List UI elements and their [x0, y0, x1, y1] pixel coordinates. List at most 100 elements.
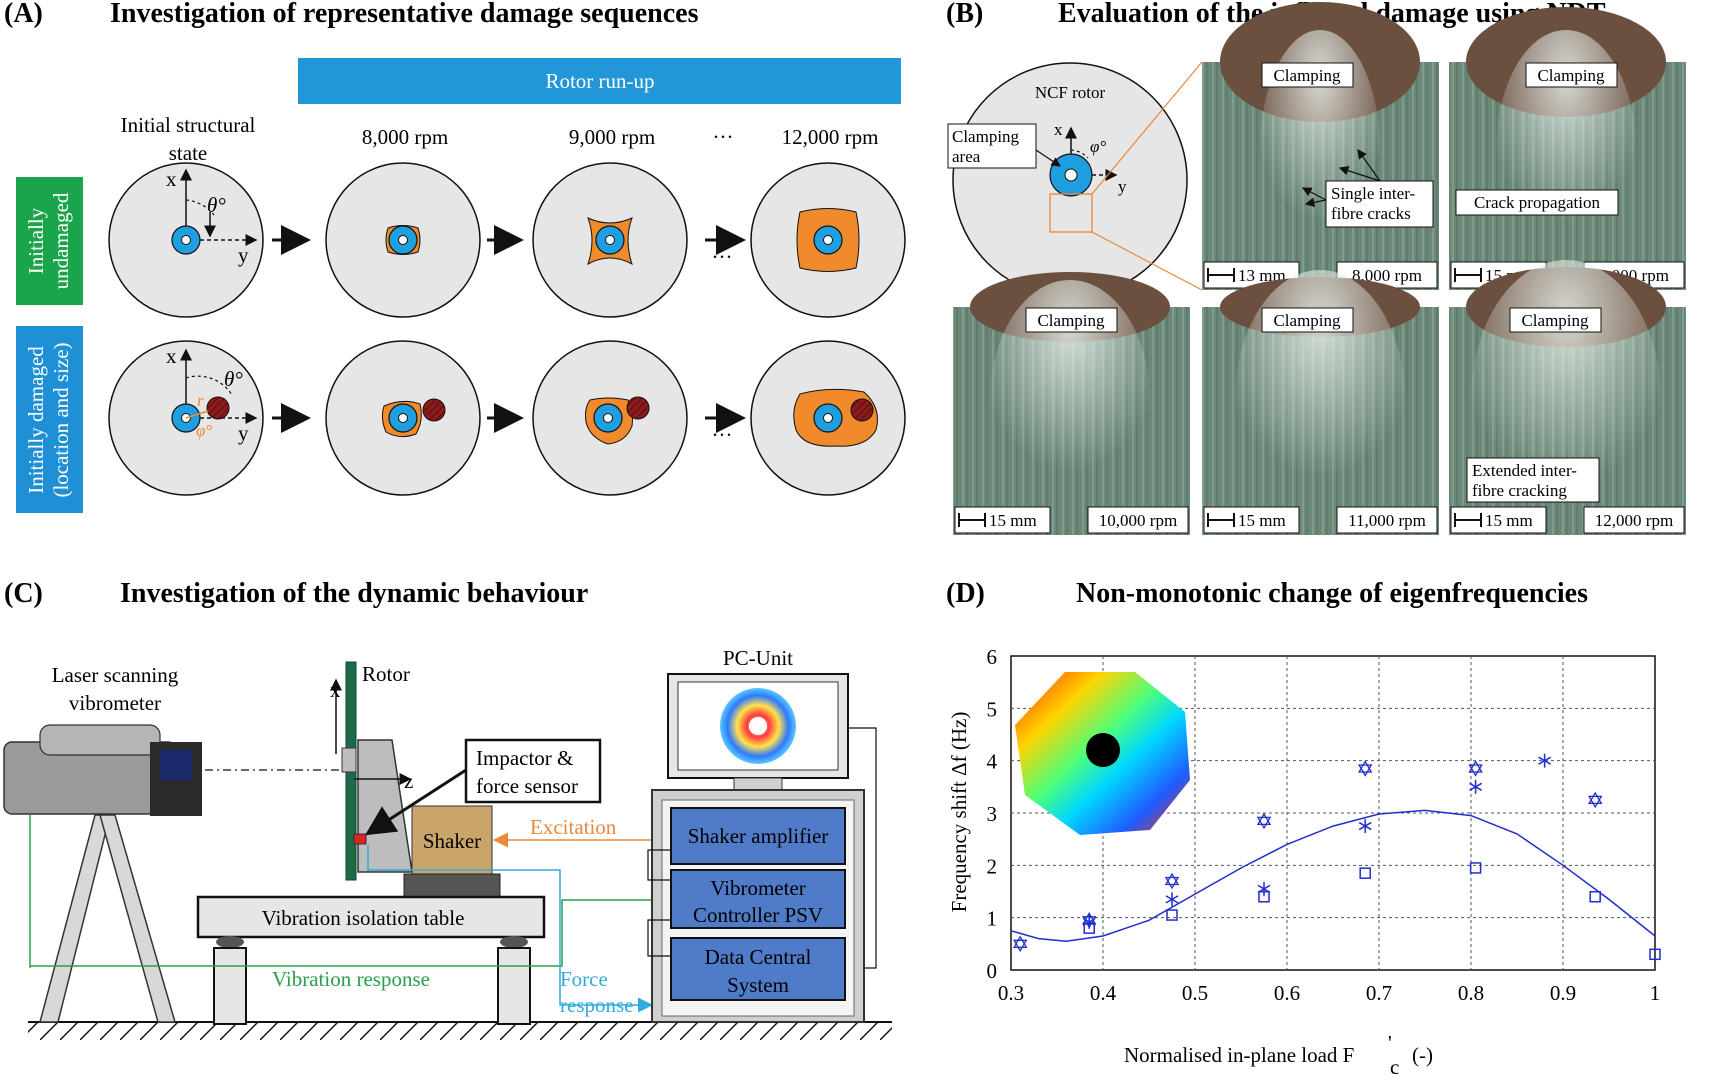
extended-cracking-label-2: fibre cracking — [1472, 481, 1567, 500]
clamping-label-2: Clamping — [1537, 66, 1605, 85]
scale-label-5: 15 mm — [1485, 511, 1533, 530]
ndt-photo-10000: Clamping 15 mm 10,000 rpm — [953, 272, 1190, 535]
disk-row2-8000 — [325, 340, 481, 496]
impactor-label-1: Impactor & — [476, 746, 573, 770]
svg-text:Normalised in-plane load F: Normalised in-plane load F — [1124, 1043, 1354, 1067]
scale-label-1: 13 mm — [1238, 266, 1286, 285]
data-central-label-2: System — [727, 973, 789, 997]
speed-photo-5: 12,000 rpm — [1595, 511, 1673, 530]
x-tick-label: 0.5 — [1182, 981, 1208, 1005]
rotor-label: Rotor — [362, 662, 410, 686]
panel-c: (C) Investigation of the dynamic behavio… — [3, 578, 892, 1040]
speed-label-1: 8,000 rpm — [362, 125, 448, 149]
signal-lines: Excitation Vibration response Force resp… — [30, 815, 669, 1017]
shaker-amplifier-label: Shaker amplifier — [688, 824, 829, 848]
rotor-phi: φ° — [1090, 137, 1106, 156]
rotor-axis-y: y — [1118, 177, 1127, 196]
shaker: Shaker — [403, 805, 501, 901]
panel-c-title: Investigation of the dynamic behaviour — [120, 578, 588, 609]
data-central-box — [670, 937, 846, 1001]
row-undamaged-label-1: Initially — [24, 207, 48, 274]
initial-state-label-2: state — [169, 141, 207, 165]
clamping-area-label-2: area — [952, 147, 981, 166]
disk-row2-initial: x y θ° r φ° — [108, 340, 264, 496]
asterisk-marker — [1538, 753, 1552, 768]
clamping-area-box — [947, 123, 1037, 169]
panel-d: (D) Non-monotonic change of eigenfrequen… — [946, 578, 1661, 1079]
panel-b: (B) Evaluation of the inflicted damage u… — [946, 0, 1686, 540]
disk-row2-9000 — [532, 340, 688, 496]
fit-curve — [1010, 809, 1656, 942]
shaker-label: Shaker — [423, 829, 481, 853]
clamping-label-3: Clamping — [1037, 311, 1105, 330]
crack-propagation-label: Crack propagation — [1474, 193, 1601, 212]
y-tick-label: 6 — [987, 645, 998, 669]
asterisk-marker — [1082, 914, 1096, 929]
theta-label: θ° — [207, 193, 226, 217]
runup-label: Rotor run-up — [545, 69, 654, 93]
star-marker — [1468, 760, 1483, 777]
star-marker — [1012, 935, 1028, 953]
clamping-label-5: Clamping — [1521, 311, 1589, 330]
square-marker — [1649, 948, 1661, 961]
panel-d-title: Non-monotonic change of eigenfrequencies — [1076, 578, 1588, 609]
zoom-region — [1049, 193, 1093, 233]
speed-photo-1: 8,000 rpm — [1352, 266, 1422, 285]
y-tick-label: 4 — [987, 750, 998, 774]
square-marker — [1589, 890, 1601, 903]
x-axis-label-sup: ' — [1388, 1031, 1392, 1055]
asterisk-marker — [1469, 779, 1483, 794]
rotor-axis-x: x — [1054, 120, 1063, 139]
table-label: Vibration isolation table — [262, 906, 465, 930]
speed-photo-3: 10,000 rpm — [1099, 511, 1177, 530]
x-axis-label-sub: c — [1390, 1055, 1399, 1079]
speed-photo-4: 11,000 rpm — [1348, 511, 1426, 530]
panel-a-title: Investigation of representative damage s… — [110, 0, 699, 29]
clamping-area-label-1: Clamping — [952, 127, 1020, 146]
row-damaged-label-1: Initially damaged — [24, 346, 48, 494]
y-tick-label: 1 — [987, 907, 998, 931]
scale-label-3: 15 mm — [989, 511, 1037, 530]
force-response-label-2: response — [560, 993, 633, 1017]
speed-label-4: 12,000 rpm — [782, 125, 879, 149]
asterisk-marker — [1358, 819, 1372, 834]
vibrometer-controller-box — [670, 869, 846, 929]
row-damaged-label-2: (location and size) — [49, 342, 73, 497]
square-marker — [1469, 862, 1482, 874]
axis-y-label-2: y — [238, 421, 249, 445]
row-damaged-badge — [16, 326, 83, 513]
ncf-rotor-label: NCF rotor — [1035, 83, 1106, 102]
axis-z-c: z — [404, 769, 413, 793]
vibrometer-label-1: Vibrometer — [710, 876, 806, 900]
panel-c-letter: (C) — [4, 578, 43, 609]
square-marker — [1083, 922, 1095, 934]
extended-cracking-label-1: Extended inter- — [1472, 461, 1577, 480]
star-marker — [1587, 791, 1603, 809]
impactor-label-2: force sensor — [476, 774, 578, 798]
square-marker — [1359, 867, 1371, 879]
x-tick-label: 0.3 — [998, 981, 1024, 1005]
axis-x-label-2: x — [166, 344, 177, 368]
disk-row1-9000 — [532, 162, 688, 318]
ncf-rotor-diagram: NCF rotor x y φ° Clamping area — [947, 61, 1203, 298]
laser-vibrometer: Laser scanning vibrometer — [3, 663, 340, 1023]
pc-unit-label: PC-Unit — [723, 646, 793, 670]
data-central-label-1: Data Central — [705, 945, 812, 969]
arrow-row1-c: ··· — [705, 225, 746, 269]
runup-bar — [298, 58, 901, 104]
pc-unit: PC-Unit Shaker amplifier Vibrometer Cont… — [647, 646, 877, 1023]
ndt-photo-11000: Clamping 15 mm 11,000 rpm — [1202, 270, 1439, 535]
clamping-label-1: Clamping — [1273, 66, 1341, 85]
excitation-label: Excitation — [530, 815, 617, 839]
isolation-table: Vibration isolation table — [196, 895, 546, 1025]
axis-x-c: x — [330, 678, 341, 702]
disk-row1-initial: x y θ° — [108, 162, 264, 318]
speed-label-2: 9,000 rpm — [569, 125, 655, 149]
x-tick-label: 0.7 — [1366, 981, 1392, 1005]
rotor-stand: Rotor x z — [330, 661, 413, 881]
disk-row1-12000 — [750, 162, 906, 318]
y-tick-label: 3 — [987, 802, 998, 826]
x-tick-label: 0.9 — [1550, 981, 1576, 1005]
panel-a-letter: (A) — [4, 0, 43, 29]
star-marker — [1357, 760, 1373, 777]
